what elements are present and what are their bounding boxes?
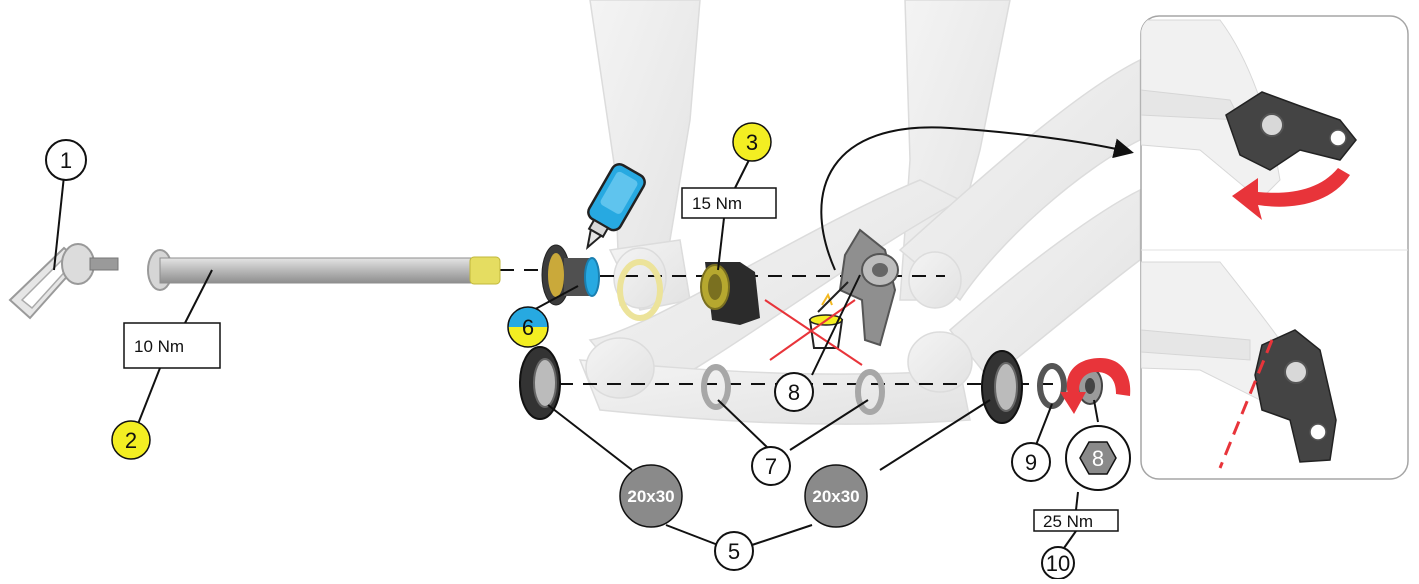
svg-text:10 Nm: 10 Nm [134,337,184,356]
washer [1037,363,1067,409]
svg-text:1: 1 [60,148,72,173]
svg-text:15 Nm: 15 Nm [692,194,742,213]
derailleur-hanger [838,228,899,347]
torque-box-nut: 15 Nm [681,187,777,219]
threaded-insert [541,244,600,306]
quick-release-lever [8,243,119,320]
bearing-left [519,346,561,420]
bearing-spec-left: 20x30 [619,464,683,528]
svg-text:20x30: 20x30 [627,487,674,506]
hex-key-icon: 8 [1065,425,1131,491]
callout-2: 2 [111,420,151,460]
detail-inset [1140,15,1409,480]
svg-text:10: 10 [1046,551,1070,576]
tighten-arrow-icon [1060,358,1131,414]
torque-box-bolt: 25 Nm [1033,509,1119,532]
svg-text:7: 7 [765,454,777,479]
thru-axle [147,249,501,291]
svg-text:2: 2 [125,428,137,453]
callout-5: 5 [714,531,754,571]
svg-text:9: 9 [1025,450,1037,475]
axle-nut [700,262,760,325]
alignment-line [1218,339,1274,469]
spacer-right [855,369,885,415]
leader-lines [53,159,1099,549]
svg-text:8: 8 [1092,446,1104,471]
svg-text:5: 5 [728,539,740,564]
svg-text:25 Nm: 25 Nm [1043,512,1093,531]
spacer-left [701,364,731,410]
svg-text:20x30: 20x30 [812,487,859,506]
callout-7: 7 [751,446,791,486]
dropout-spacer [617,259,663,321]
bearing-spec-right: 20x30 [804,464,868,528]
callout-10: 10 [1041,546,1075,580]
callout-3: 3 [732,122,772,162]
threadlocker-bottle-icon [585,163,646,251]
callout-6: 6 [507,306,549,348]
rotate-arrow-icon [1232,168,1350,220]
frame-background [578,0,1141,425]
callout-1: 1 [45,139,87,181]
svg-text:6: 6 [522,315,534,340]
svg-text:8: 8 [788,380,800,405]
detail-arrow [820,126,1134,271]
callout-9: 9 [1011,442,1051,482]
bearing-right [981,350,1023,424]
callout-8: 8 [774,372,814,412]
svg-text:3: 3 [746,130,758,155]
torque-box-axle: 10 Nm [123,322,221,369]
